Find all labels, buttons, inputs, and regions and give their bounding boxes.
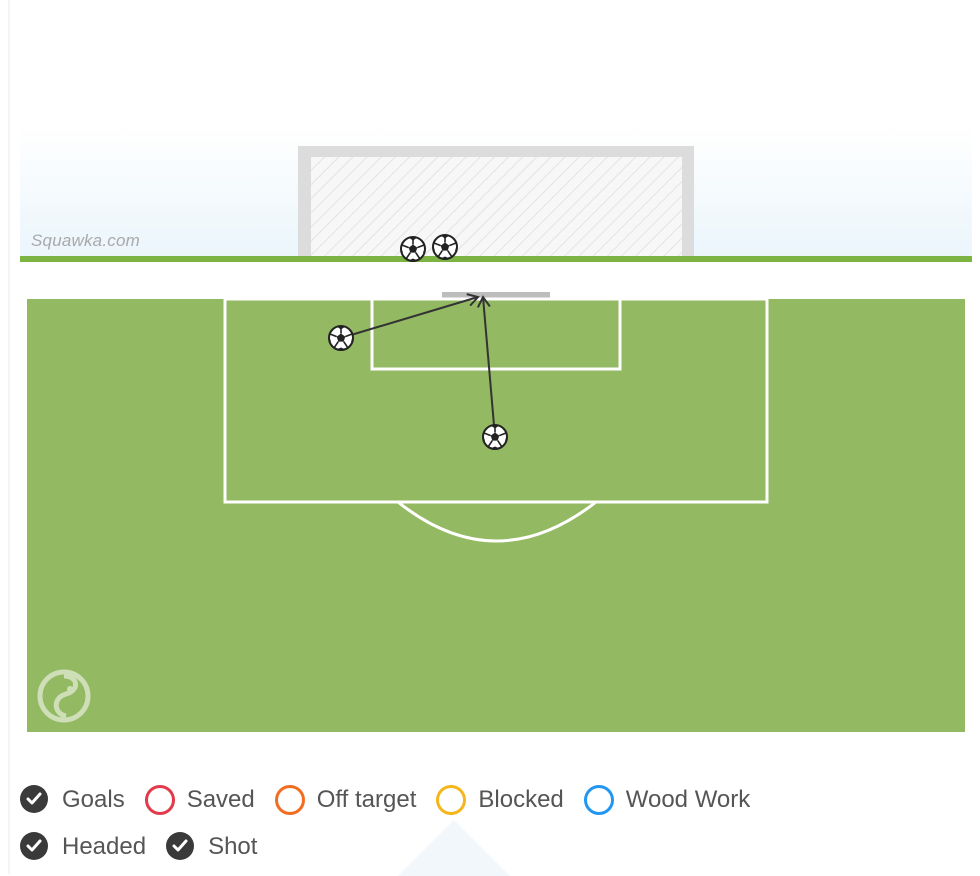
- legend-label: Headed: [62, 832, 147, 860]
- squawka-logo-icon: [37, 669, 91, 723]
- ring-icon: [583, 784, 614, 815]
- goal-line: [20, 256, 972, 262]
- shot-end-ball-icon[interactable]: [400, 236, 426, 262]
- shot-1[interactable]: [328, 236, 480, 351]
- legend-item-wood-work[interactable]: Wood Work: [583, 784, 751, 815]
- legend-row: Goals Saved Off target Blocked Wood Work: [20, 776, 960, 823]
- tooltip-pointer: [398, 820, 510, 876]
- legend-item-blocked[interactable]: Blocked: [436, 784, 564, 815]
- check-icon: [166, 831, 196, 862]
- left-divider: [8, 0, 10, 874]
- legend-item-saved[interactable]: Saved: [144, 784, 255, 815]
- ring-icon: [274, 784, 305, 815]
- shot-trajectory-line: [340, 293, 480, 339]
- legend-label: Off target: [316, 785, 417, 813]
- ring-icon: [144, 784, 175, 815]
- shot-origin-ball-icon[interactable]: [328, 325, 354, 351]
- legend-item-goals[interactable]: Goals: [20, 784, 125, 815]
- watermark-text: Squawka.com: [31, 231, 140, 250]
- legend-label: Blocked: [478, 785, 564, 813]
- legend-item-shot[interactable]: Shot: [166, 831, 258, 862]
- goal-frame: [298, 146, 694, 260]
- shot-end-ball-icon[interactable]: [432, 234, 458, 260]
- six-yard-box: [370, 297, 622, 371]
- legend-label: Shot: [208, 832, 258, 860]
- legend-label: Saved: [186, 785, 255, 813]
- shot-origin-ball-icon[interactable]: [482, 424, 508, 450]
- ring-icon: [436, 784, 467, 815]
- legend-label: Goals: [62, 785, 125, 813]
- legend-item-off-target[interactable]: Off target: [274, 784, 417, 815]
- check-icon: [20, 784, 50, 815]
- penalty-arc: [397, 500, 597, 543]
- legend-item-headed[interactable]: Headed: [20, 831, 147, 862]
- legend: Goals Saved Off target Blocked Wood Work Hea…: [20, 776, 960, 870]
- check-icon: [20, 831, 50, 862]
- goal-mouth-marker: [442, 292, 550, 300]
- shot-trajectory-line: [476, 295, 496, 438]
- shots-layer: [328, 234, 508, 450]
- pitch: [20, 292, 972, 732]
- legend-label: Wood Work: [625, 785, 751, 813]
- legend-row: Headed Shot: [20, 823, 960, 870]
- shot-2[interactable]: [432, 234, 508, 450]
